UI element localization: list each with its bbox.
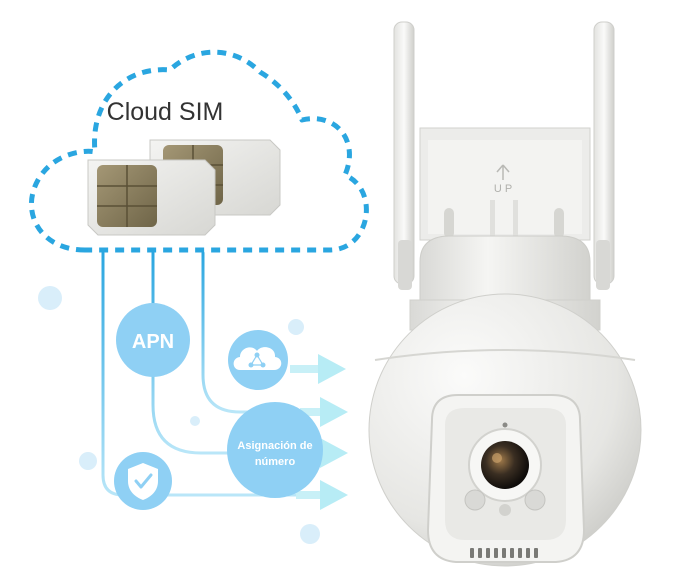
number-assignment-label-1: Asignación de: [237, 440, 312, 452]
decor-dots: [38, 286, 320, 544]
antenna-left: [393, 21, 415, 290]
arrow-icons: [290, 354, 348, 510]
cloud-network-badge: [228, 330, 288, 390]
shield-check-icon: [128, 463, 158, 500]
number-assignment-badge: Asignación de número: [227, 402, 323, 498]
cloud-outline: [28, 49, 369, 253]
cloud-sim-label: Cloud SIM: [107, 98, 224, 126]
arrow-right-icon: [300, 397, 348, 427]
cloud-network-icon: [233, 347, 282, 370]
ir-led-left: [464, 489, 486, 511]
number-assignment-label-2: número: [255, 456, 296, 468]
antenna-right: [593, 21, 615, 290]
ir-led-right: [524, 489, 546, 511]
security-badge: [114, 452, 172, 510]
mount-up-label: U P: [494, 183, 512, 195]
sim-card-front: [87, 159, 216, 236]
arrow-right-icon: [290, 354, 346, 384]
camera-lens: [481, 441, 529, 489]
apn-badge: APN: [116, 303, 190, 377]
apn-label: APN: [132, 331, 174, 353]
arrow-right-icon: [296, 480, 348, 510]
speaker-grille: [470, 548, 538, 558]
wall-mount: U P: [419, 127, 591, 241]
camera: U P: [368, 21, 642, 567]
camera-face: [426, 394, 586, 563]
